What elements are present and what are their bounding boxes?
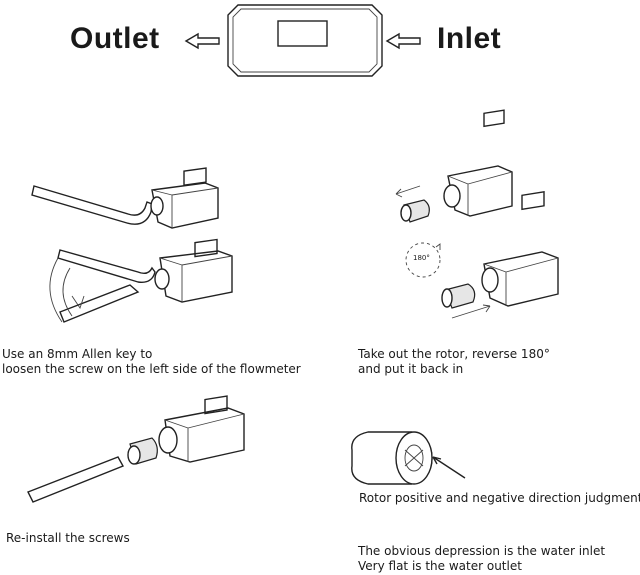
rotor-outlet-caption: Very flat is the water outlet xyxy=(358,559,522,573)
step3-caption: Re-install the screws xyxy=(6,531,130,545)
inlet-label: Inlet xyxy=(437,22,502,55)
outlet-label: Outlet xyxy=(70,22,160,55)
rotor-removal-illustration xyxy=(395,109,513,223)
inlet-arrow-icon xyxy=(385,32,421,50)
flowmeter-front-view xyxy=(227,4,383,77)
step1-caption-line2: loosen the screw on the left side of the… xyxy=(2,362,301,376)
allen-key-top-illustration xyxy=(31,167,219,229)
rotor-detail-illustration xyxy=(351,431,466,485)
rotation-180-icon xyxy=(405,242,441,278)
step2-caption-line2: and put it back in xyxy=(358,362,464,376)
rotor-insert-illustration xyxy=(441,191,559,319)
rotor-inlet-caption: The obvious depression is the water inle… xyxy=(358,544,606,558)
reinstall-illustration xyxy=(27,395,245,503)
step2-caption-line1: Take out the rotor, reverse 180° xyxy=(358,347,550,361)
allen-key-bottom-illustration xyxy=(49,238,233,323)
rotor-direction-title: Rotor positive and negative direction ju… xyxy=(359,491,640,505)
outlet-arrow-icon xyxy=(184,32,220,50)
rotation-label: 180° xyxy=(413,254,430,262)
step1-caption-line1: Use an 8mm Allen key to xyxy=(2,347,153,361)
